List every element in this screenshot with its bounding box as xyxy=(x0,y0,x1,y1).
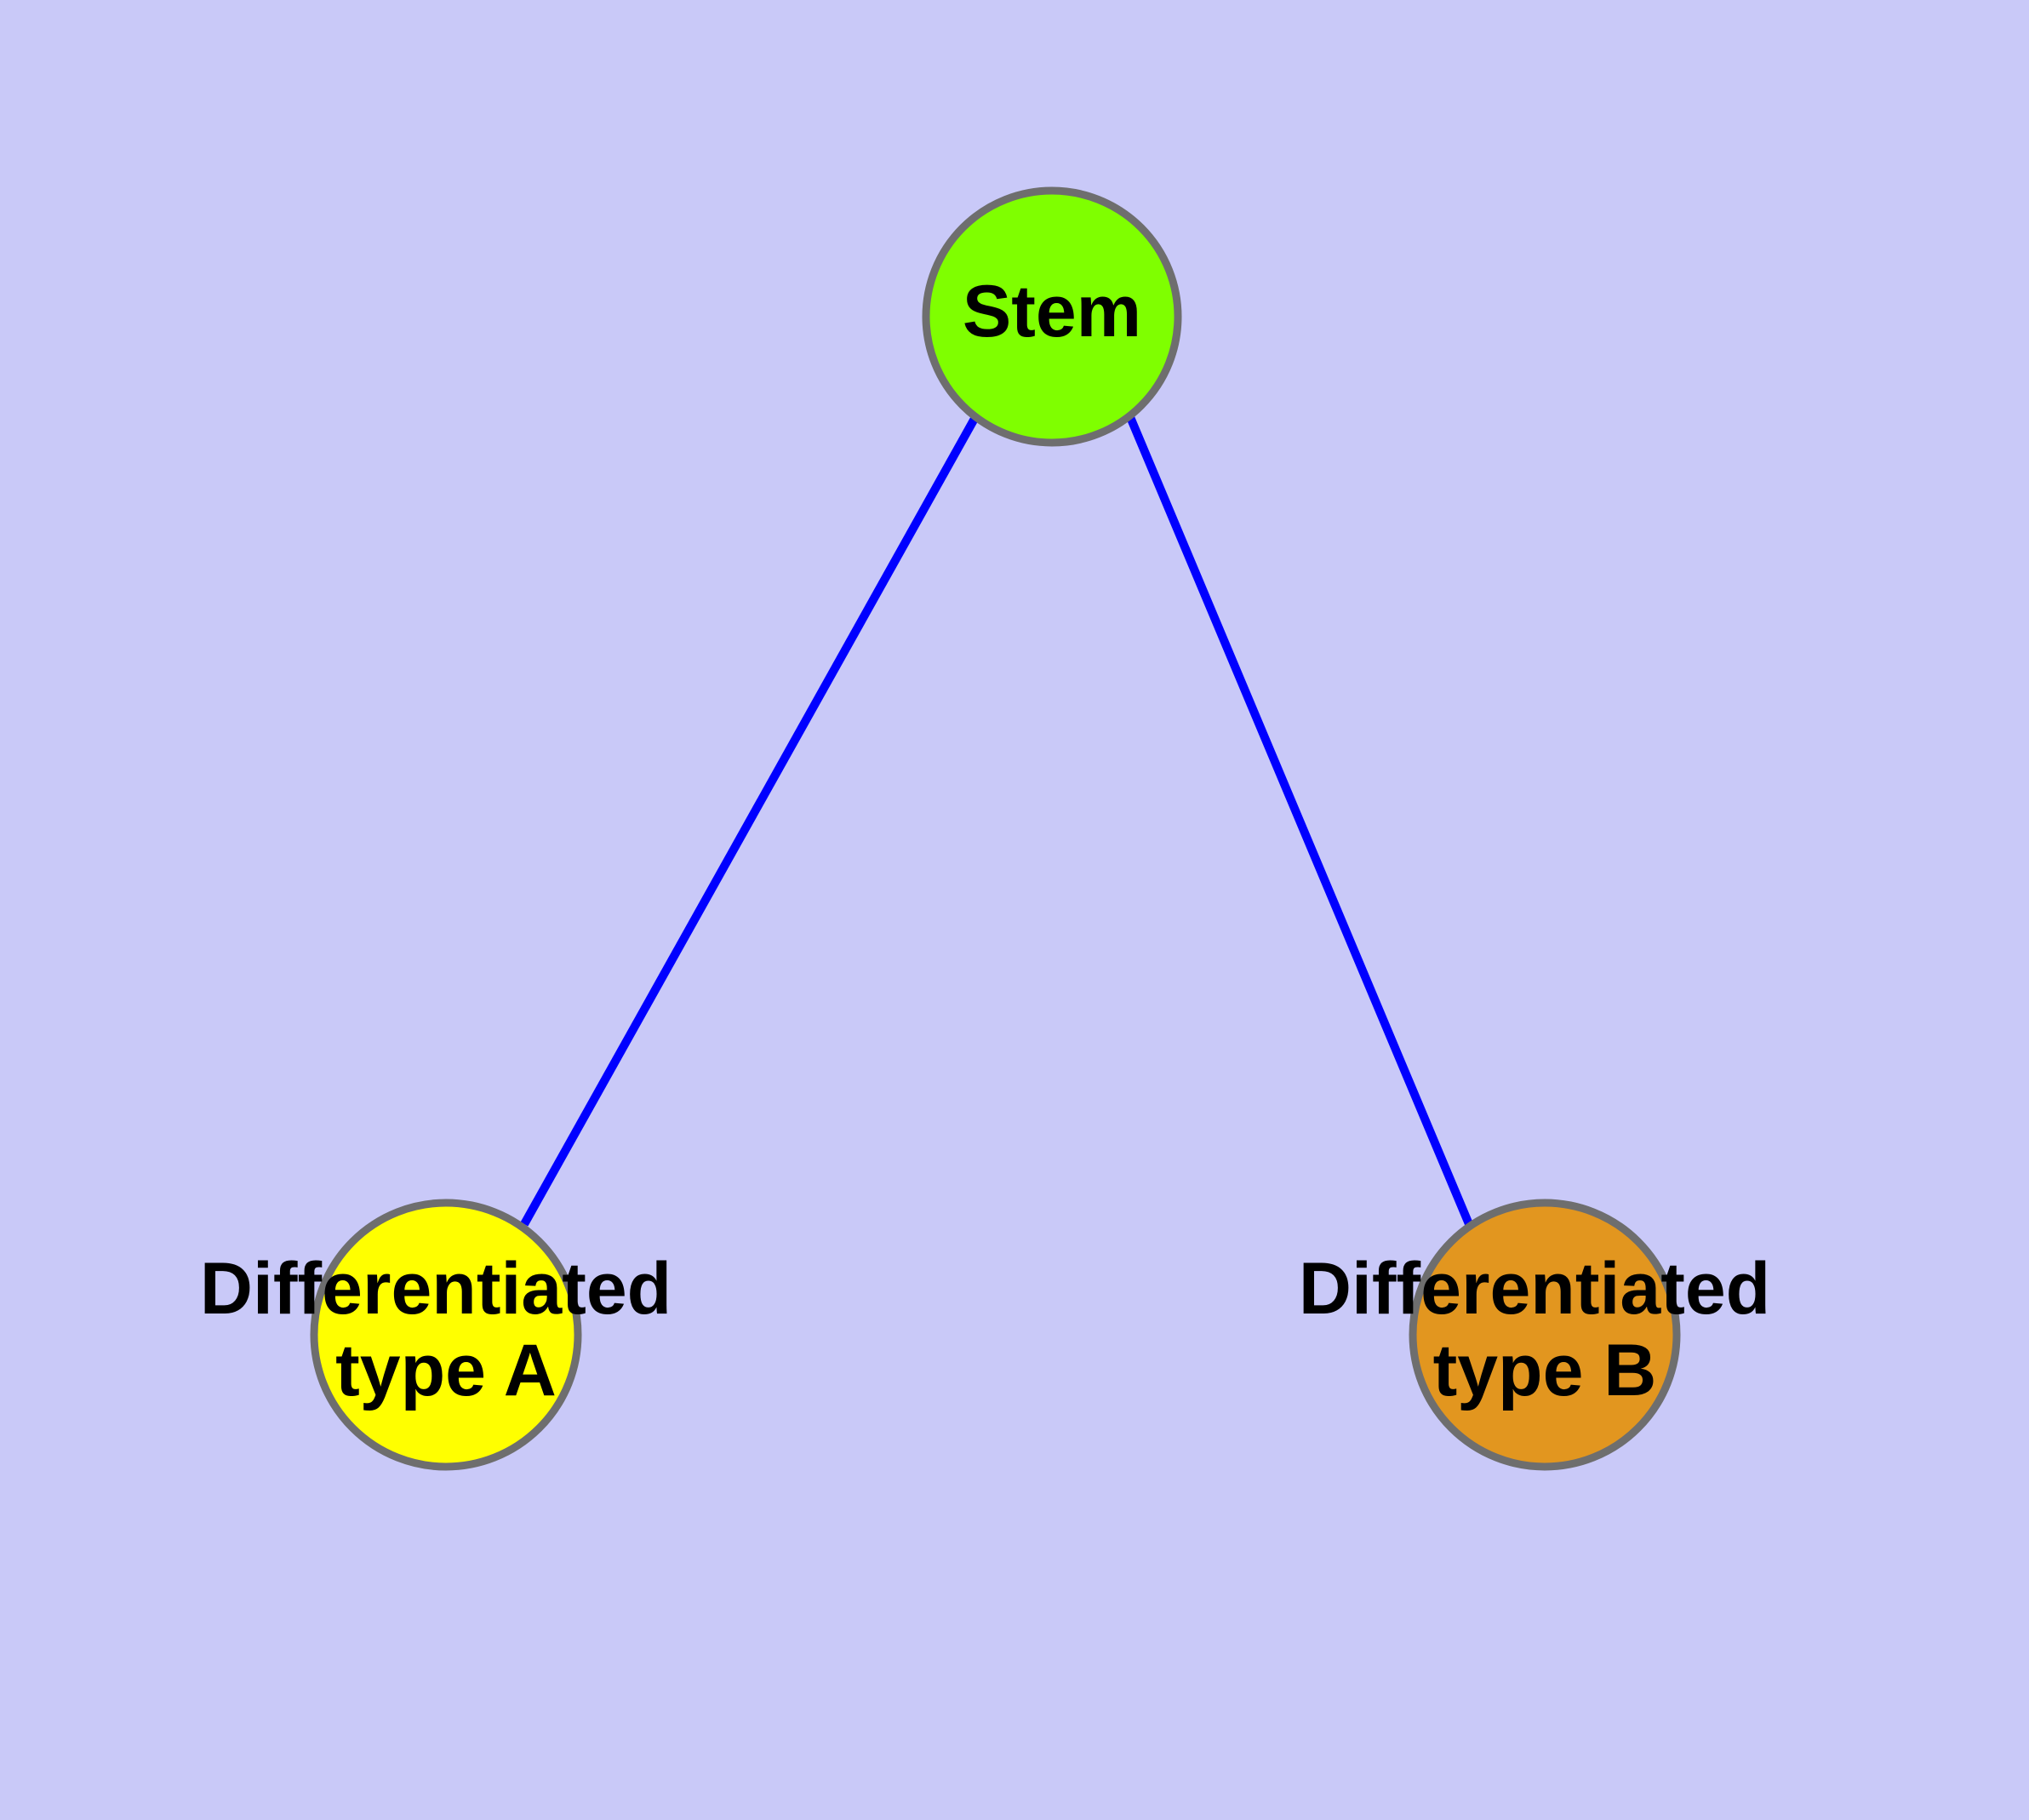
node-differentiated-type-a[interactable]: Differentiated type A xyxy=(200,1199,692,1471)
node-stem-label: Stem xyxy=(963,271,1141,352)
node-differentiated-type-a-label: Differentiated type A xyxy=(200,1248,692,1411)
node-differentiated-type-b-label: Differentiated type B xyxy=(1299,1248,1791,1411)
edges-layer xyxy=(520,415,1473,1227)
node-differentiated-type-b[interactable]: Differentiated type B xyxy=(1299,1199,1791,1471)
node-differentiated-type-b-label-line-1: Differentiated xyxy=(1299,1248,1770,1330)
node-differentiated-type-b-label-line-2: type B xyxy=(1433,1330,1657,1411)
node-differentiated-type-a-circle[interactable] xyxy=(310,1199,582,1471)
node-stem-circle[interactable] xyxy=(922,186,1182,447)
edge-stem-to-diff-a xyxy=(520,415,980,1227)
node-stem[interactable]: Stem xyxy=(922,186,1182,447)
node-stem-label-line-1: Stem xyxy=(963,271,1141,352)
nodes-layer: Stem Differentiated type A Differentiate… xyxy=(200,186,1791,1471)
node-differentiated-type-a-label-line-1: Differentiated xyxy=(200,1248,672,1330)
edge-stem-to-diff-b xyxy=(1126,415,1473,1226)
node-differentiated-type-a-label-line-2: type A xyxy=(335,1330,557,1411)
node-differentiated-type-b-circle[interactable] xyxy=(1409,1199,1681,1471)
